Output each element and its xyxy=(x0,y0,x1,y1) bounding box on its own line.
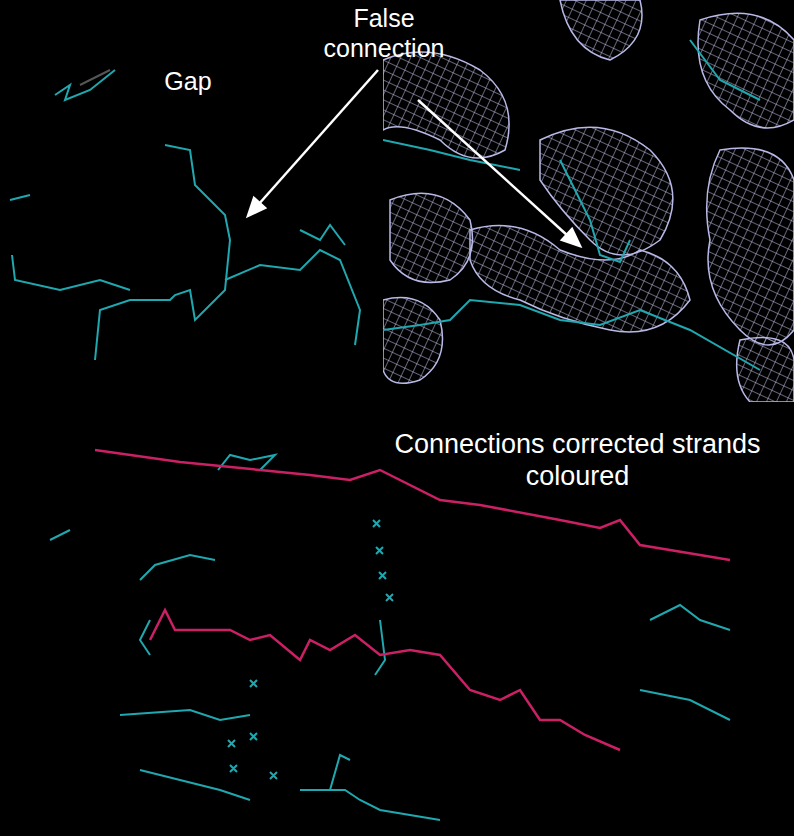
electron-density-mesh xyxy=(383,0,794,402)
density-panel xyxy=(383,0,794,402)
ca-trace xyxy=(80,70,110,85)
callout-arrow xyxy=(248,70,580,246)
trace xyxy=(383,40,760,370)
ca-trace xyxy=(10,70,360,360)
ca-trace xyxy=(50,455,730,820)
annotation-label: False connection xyxy=(300,3,468,63)
annotation-label: Connections corrected strands coloured xyxy=(380,428,775,493)
annotation-label: Gap xyxy=(148,66,228,96)
cross-marker xyxy=(228,520,393,779)
strand-trace xyxy=(95,450,730,750)
